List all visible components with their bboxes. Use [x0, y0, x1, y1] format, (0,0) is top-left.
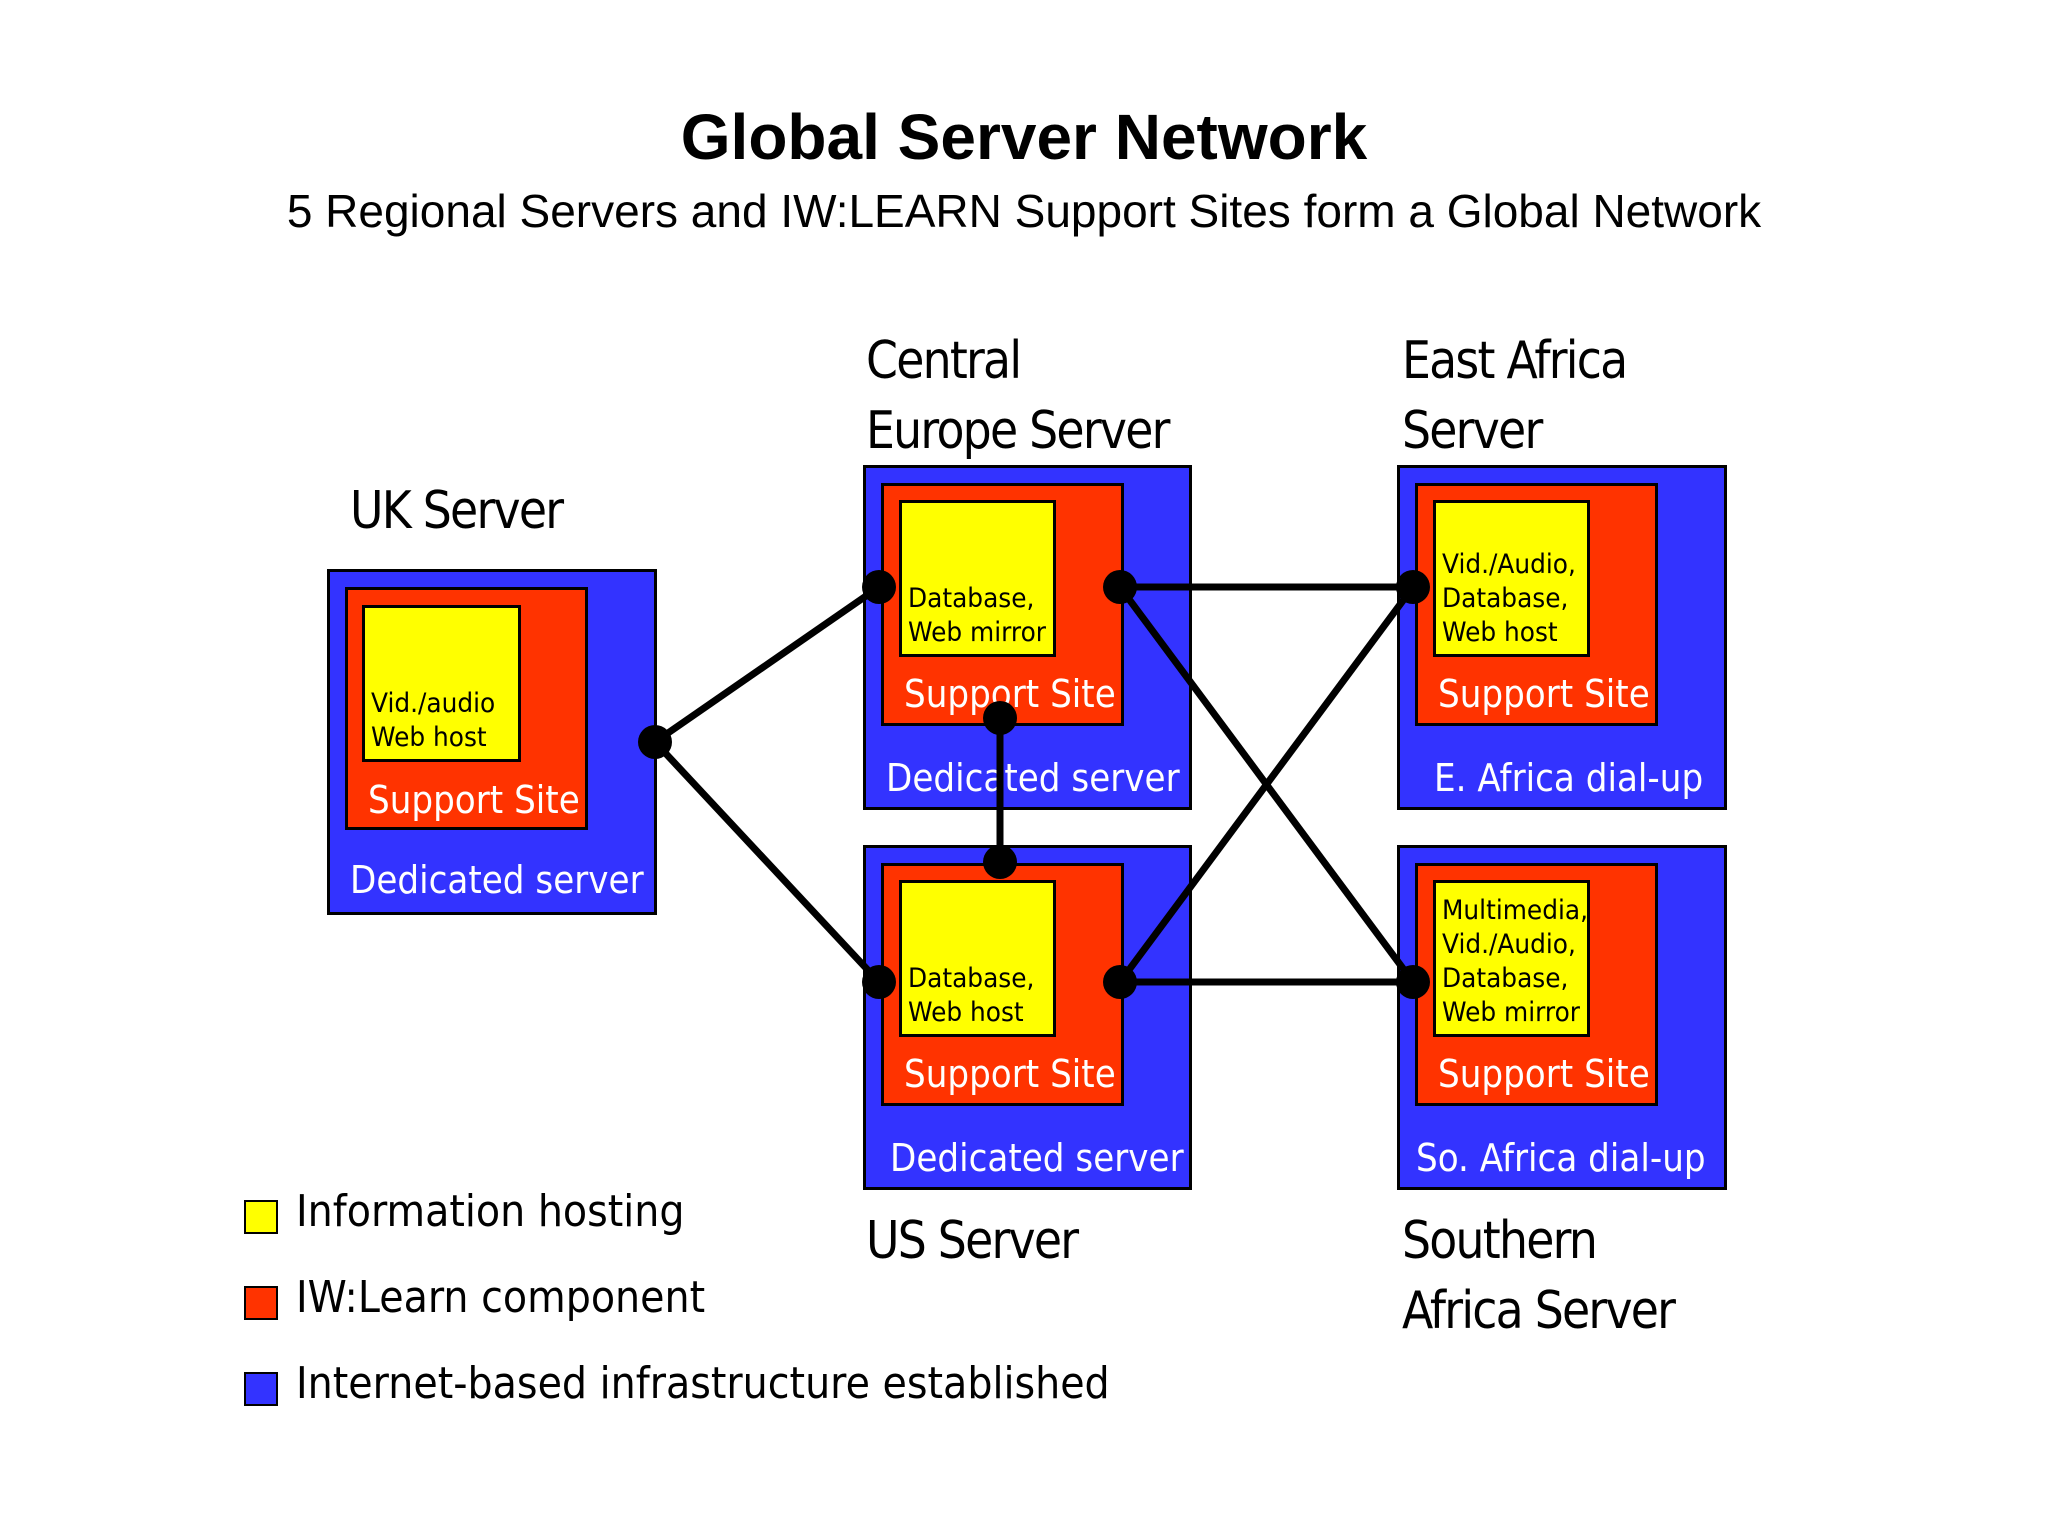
legend-label: Internet-based infrastructure establishe… [296, 1358, 1110, 1409]
legend-swatch-red [244, 1286, 278, 1320]
central-europe-support-site-label: Support Site [904, 672, 1116, 716]
east-africa-support-site-box: Vid./Audio, Database, Web host Support S… [1415, 483, 1658, 726]
uk-hosting-box: Vid./audio Web host [362, 605, 521, 762]
uk-support-site-box: Vid./audio Web host Support Site [345, 587, 588, 830]
east-africa-infrastructure-label: E. Africa dial-up [1434, 756, 1704, 800]
east-africa-infrastructure-box: Vid./Audio, Database, Web host Support S… [1397, 465, 1727, 810]
uk-infrastructure-box: Vid./audio Web host Support Site Dedicat… [327, 569, 657, 915]
central-europe-support-site-box: Database, Web mirror Support Site [881, 483, 1124, 726]
legend-swatch-yellow [244, 1200, 278, 1234]
us-hosting-text: Database, Web host [908, 963, 1035, 1028]
link-uk-to-central-europe [653, 584, 881, 745]
diagram-title: Global Server Network [680, 101, 1368, 173]
southern-africa-infrastructure-box: Multimedia, Vid./Audio, Database, Web mi… [1397, 845, 1727, 1190]
southern-africa-hosting-text: Multimedia, Vid./Audio, Database, Web mi… [1442, 895, 1588, 1028]
southern-africa-support-site-label: Support Site [1438, 1052, 1650, 1096]
legend-label: IW:Learn component [296, 1272, 706, 1323]
east-africa-server-label: East Africa Server [1402, 331, 1628, 461]
link-uk-to-us [652, 739, 882, 985]
east-africa-hosting-box: Vid./Audio, Database, Web host [1433, 500, 1590, 657]
legend-label: Information hosting [296, 1186, 685, 1237]
us-support-site-box: Database, Web host Support Site [881, 863, 1124, 1106]
us-infrastructure-label: Dedicated server [890, 1136, 1184, 1180]
east-africa-hosting-text: Vid./Audio, Database, Web host [1442, 549, 1576, 648]
uk-server-label: UK Server [350, 481, 564, 541]
us-server-label: US Server [866, 1211, 1079, 1271]
central-europe-infrastructure-box: Database, Web mirror Support Site Dedica… [863, 465, 1192, 810]
central-europe-server-label: Central Europe Server [866, 331, 1170, 461]
diagram-subtitle: 5 Regional Servers and IW:LEARN Support … [286, 185, 1762, 237]
east-africa-support-site-label: Support Site [1438, 672, 1650, 716]
uk-hosting-text: Vid./audio Web host [371, 688, 496, 753]
southern-africa-hosting-box: Multimedia, Vid./Audio, Database, Web mi… [1433, 880, 1590, 1037]
us-infrastructure-box: Database, Web host Support Site Dedicate… [863, 845, 1192, 1190]
us-support-site-label: Support Site [904, 1052, 1116, 1096]
southern-africa-infrastructure-label: So. Africa dial-up [1416, 1136, 1706, 1180]
southern-africa-server-label: Southern Africa Server [1402, 1211, 1676, 1341]
us-hosting-box: Database, Web host [899, 880, 1056, 1037]
southern-africa-support-site-box: Multimedia, Vid./Audio, Database, Web mi… [1415, 863, 1658, 1106]
uk-support-site-label: Support Site [368, 778, 580, 822]
central-europe-infrastructure-label: Dedicated server [886, 756, 1180, 800]
legend-swatch-blue [244, 1372, 278, 1406]
uk-infrastructure-label: Dedicated server [350, 858, 644, 902]
central-europe-hosting-text: Database, Web mirror [908, 583, 1047, 648]
central-europe-hosting-box: Database, Web mirror [899, 500, 1056, 657]
